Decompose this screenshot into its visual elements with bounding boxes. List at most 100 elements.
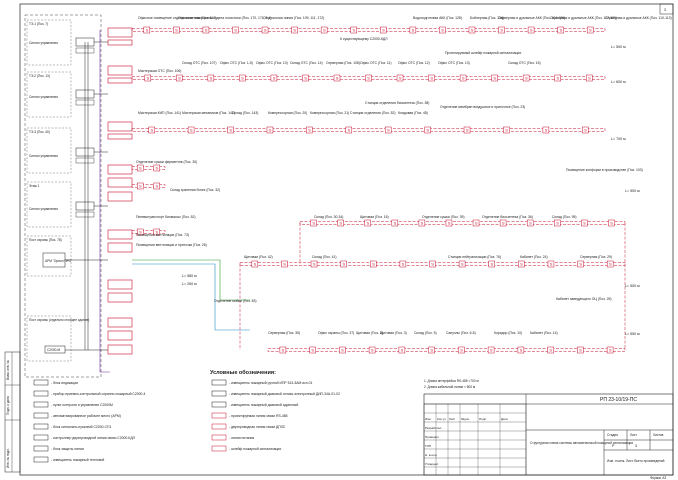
detector-glyph: S [545, 128, 548, 133]
detector [270, 74, 278, 82]
svg-text:Склад ОТС (Поз. 15): Склад ОТС (Поз. 15) [508, 61, 541, 65]
svg-text:Склад ОТС (Поз. 107): Склад ОТС (Поз. 107) [182, 61, 217, 65]
title-col-header: Кол.уч [437, 417, 446, 421]
detector-glyph: S [210, 76, 213, 81]
svg-text:Щитовая (Поз. 2): Щитовая (Поз. 2) [356, 331, 383, 335]
legend-item: - блок защиты линии [51, 447, 84, 451]
svg-text:Кабинет (Поз. 24): Кабинет (Поз. 24) [520, 255, 548, 259]
length-labels: L= 500 м L= 600 м L= 700 м L= 500 м L= 2… [182, 45, 640, 336]
detector-glyph: S [588, 76, 591, 81]
detector-glyph: S [493, 76, 496, 81]
side-label-2: Подп. и дата [6, 396, 10, 415]
detector-glyph: S [139, 184, 142, 189]
svg-text:Станция отделения биосинтеза (: Станция отделения биосинтеза (Поз. 38) [365, 101, 429, 105]
legend-symbol [33, 434, 49, 441]
detector [439, 26, 446, 34]
svg-text:Серверная (Поз. 29): Серверная (Поз. 29) [580, 255, 612, 259]
mid-labels: Отделение сушки ферментов (Поз. 30) Скла… [136, 160, 256, 303]
detector-glyph: S [430, 348, 433, 353]
detector [384, 126, 392, 134]
svg-text:Склад (Поз. 41): Склад (Поз. 41) [312, 255, 337, 259]
detector [458, 260, 466, 268]
detector [608, 219, 615, 227]
detector [547, 346, 554, 354]
svg-text:К существующему С2000-КДЛ: К существующему С2000-КДЛ [340, 37, 387, 41]
detector-glyph: S [175, 28, 178, 33]
svg-text:Щитовая (Поз. 3): Щитовая (Поз. 3) [380, 331, 407, 335]
detector-glyph: S [491, 262, 494, 267]
bottom-labels: Серверная (Поз. 35) Офис охраны (Поз. 37… [268, 331, 558, 335]
svg-text:Сигнал управления: Сигнал управления [29, 207, 58, 211]
svg-text:Щитовая (Поз. 16): Щитовая (Поз. 16) [360, 215, 389, 219]
sheets-label: Листов [653, 433, 664, 437]
svg-text:Кабинет заведующего ОЦ (Поз. 2: Кабинет заведующего ОЦ (Поз. 25) [556, 297, 612, 301]
row3-labels: Мастерская КИП (Поз. 141) Мастерская мех… [138, 105, 525, 115]
svg-text:Серверная и дуальные АКК (Поз.: Серверная и дуальные АКК (Поз. 110-113) [605, 16, 672, 20]
detector [517, 346, 525, 354]
detector [554, 74, 561, 82]
detector-glyph: S [234, 28, 237, 33]
title-col-header: №док. [461, 417, 470, 421]
detector-glyph: S [559, 28, 562, 33]
detector-glyph: S [412, 28, 415, 33]
svg-text:Сигнал управления: Сигнал управления [29, 95, 58, 99]
detector-glyph: S [530, 28, 533, 33]
svg-text:Мастерская КИП (Поз. 141): Мастерская КИП (Поз. 141) [138, 111, 181, 115]
detector [320, 26, 328, 34]
detector [187, 126, 195, 134]
detector-glyph: S [520, 348, 523, 353]
legend-symbol [33, 456, 49, 463]
detector [488, 260, 495, 268]
panel-guard: Пост охраны (Поз. 78) АРМ "Орион ПРО" [26, 235, 72, 277]
detector-glyph: S [431, 262, 434, 267]
legend-item: - контроллер двухпроводной линии связи С… [51, 436, 135, 440]
detector-glyph: S [557, 76, 560, 81]
detector [302, 74, 309, 82]
svg-text:L= 550 м: L= 550 м [625, 332, 640, 336]
sheet-value: 3 [635, 444, 637, 448]
svg-text:Бойлерная (Поз. 134): Бойлерная (Поз. 134) [470, 16, 504, 20]
title-role: Утвердил [425, 462, 439, 466]
legend-item: - двухпроводная линия связи ДПЛС [229, 425, 286, 429]
detector-glyph: S [500, 28, 503, 33]
svg-text:Санузлы (Поз. 6-8): Санузлы (Поз. 6-8) [446, 331, 476, 335]
svg-text:Помещение конфорки в производс: Помещение конфорки в производстве (Поз. … [566, 168, 643, 172]
svg-text:Склад хранения бочек (Поз. 32): Склад хранения бочек (Поз. 32) [170, 188, 220, 192]
detector-glyph: S [342, 262, 345, 267]
company-text: Изм. гл.инж. Лист. Всего произведений [607, 459, 665, 463]
detector [582, 126, 589, 134]
stage-label: Стадия [607, 433, 618, 437]
detector [368, 346, 376, 354]
detector [144, 74, 152, 82]
legend-item: - прибор приемно-контрольный охранно-пож… [51, 392, 146, 396]
svg-text:С2000-М: С2000-М [47, 348, 60, 352]
title-col-header: Лист [449, 417, 456, 421]
detector-glyph: S [529, 221, 532, 226]
detector [176, 74, 183, 82]
detector [491, 74, 498, 82]
detector [585, 74, 593, 82]
detector-glyph: S [312, 221, 315, 226]
detector [396, 74, 404, 82]
svg-text:L= 580 м: L= 580 м [182, 274, 197, 278]
detector-glyph: S [387, 128, 390, 133]
legend-symbol [33, 401, 49, 408]
right-labels: Помещение конфорки в производстве (Поз. … [244, 168, 643, 301]
side-label-3: Инв. № подл. [6, 448, 10, 468]
detector-glyph: S [254, 262, 257, 267]
title-role: Н. контр. [425, 453, 438, 457]
legend-symbol [33, 445, 49, 452]
detector-glyph: S [430, 76, 433, 81]
detector [606, 346, 614, 354]
stage-value: Р [612, 444, 615, 448]
svg-text:Компрессорная (Поз. 21): Компрессорная (Поз. 21) [310, 111, 349, 115]
detector-glyph: S [460, 348, 463, 353]
detector-glyph: S [293, 28, 296, 33]
detector [459, 74, 467, 82]
legend-item: - извещатель пожарный тепловой [51, 458, 104, 462]
detector [137, 164, 144, 172]
control-line [132, 263, 250, 331]
detector [499, 219, 507, 227]
detector-glyph: S [282, 348, 285, 353]
